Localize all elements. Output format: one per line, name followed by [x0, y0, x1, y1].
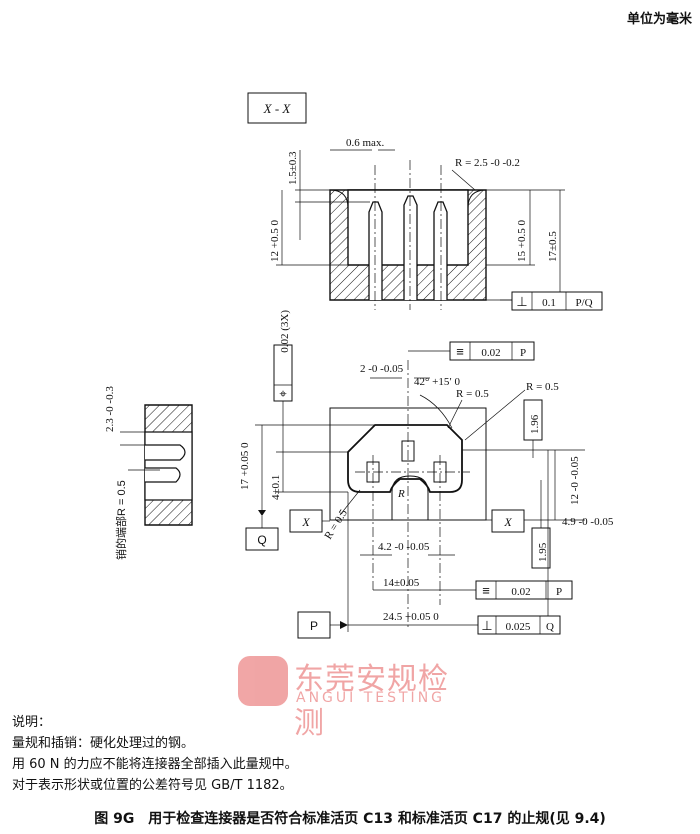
dim-2-3: 2.3 -0 -0.3	[104, 386, 116, 432]
dim-r-0-5-b: R = 0.5	[526, 381, 559, 393]
svg-text:P: P	[556, 586, 562, 598]
svg-text:⊥: ⊥	[516, 294, 527, 309]
notes-line-3: 对于表示形状或位置的公差符号见 GB/T 1182。	[12, 778, 293, 793]
datum-q: Q	[245, 510, 279, 551]
watermark: 东莞安规检测 ANGUI TESTING	[238, 654, 478, 741]
section-view: X - X 0.6 max. 1.5±0.3 12 +0.5 0	[247, 92, 603, 311]
dim-17-plan: 17 +0.05 0	[239, 442, 251, 490]
svg-text:P: P	[310, 619, 318, 633]
watermark-cn: 东莞安规检测	[294, 662, 449, 741]
svg-text:P: P	[520, 347, 526, 359]
svg-text:0.02 (3X): 0.02 (3X)	[279, 310, 291, 353]
dim-2: 2 -0 -0.05	[360, 363, 404, 375]
svg-text:Q: Q	[546, 621, 554, 633]
fcf-perpendicularity-section: ⊥ 0.1 P/Q	[500, 291, 603, 311]
dim-angle: 42° +15′ 0	[414, 376, 461, 388]
watermark-en: ANGUI TESTING	[296, 690, 446, 706]
notes: 说明： 量规和插销：硬化处理过的钢。 用 60 N 的力应不能将连接器全部插入此…	[12, 712, 298, 796]
dim-15: 15 +0.5 0	[516, 220, 528, 262]
pins-section	[368, 195, 448, 300]
svg-text:1.96: 1.96	[529, 414, 541, 434]
dim-24-5: 24.5 +0.05 0	[383, 611, 439, 623]
dim-12-section: 12 +0.5 0	[269, 220, 281, 262]
svg-text:0.02: 0.02	[481, 347, 500, 359]
svg-text:⊥: ⊥	[481, 618, 492, 633]
dim-4-9: 4.9 -0 -0.05	[562, 516, 614, 528]
technical-drawing: X - X 0.6 max. 1.5±0.3 12 +0.5 0	[104, 92, 614, 639]
gauge-body-outline	[329, 407, 487, 521]
plan-view: ≡ 0.02 P 2 -0 -0.05 42° +15′ 0 R = 0.5 R…	[239, 310, 614, 639]
dim-r: R	[397, 488, 405, 500]
fcf-position-3x: ⌖ 0.02 (3X)	[273, 310, 293, 452]
svg-text:X: X	[503, 515, 512, 529]
dim-4-2: 4.2 -0 -0.05	[378, 541, 430, 553]
dim-r-0-5-a: R = 0.5	[456, 388, 489, 400]
notes-line-1: 量规和插销：硬化处理过的钢。	[12, 736, 195, 751]
fcf-symmetry-mid: ≡ 0.02 P	[440, 580, 573, 600]
svg-text:≡: ≡	[456, 344, 464, 359]
svg-text:0.1: 0.1	[542, 297, 556, 309]
dim-r-0-5-c: R = 0.5	[322, 507, 350, 542]
section-label: X - X	[263, 101, 292, 116]
watermark-logo-icon	[238, 656, 288, 706]
svg-text:1.95: 1.95	[537, 542, 549, 562]
dim-1-5: 1.5±0.3	[287, 151, 299, 185]
svg-text:X: X	[301, 515, 310, 529]
dim-r-2-5: R = 2.5 -0 -0.2	[455, 157, 520, 169]
svg-text:Q: Q	[257, 533, 266, 547]
fcf-symmetry-top: ≡ 0.02 P	[408, 341, 535, 361]
svg-text:⌖: ⌖	[279, 386, 287, 401]
svg-text:P/Q: P/Q	[575, 297, 592, 309]
pin-end-note: 销的端部R = 0.5	[114, 480, 128, 560]
section-label-box	[247, 92, 307, 124]
dim-0-6-max: 0.6 max.	[346, 137, 384, 149]
svg-text:0.025: 0.025	[506, 621, 531, 633]
svg-text:0.02: 0.02	[511, 586, 530, 598]
dim-17: 17±0.5	[547, 231, 559, 262]
c17-notch	[391, 475, 429, 520]
unit-note: 单位为毫米	[626, 12, 692, 27]
connector-outline	[347, 424, 463, 493]
figure-caption: 图 9G 用于检查连接器是否符合标准活页 C13 和标准活页 C17 的止规(见…	[94, 811, 606, 827]
svg-text:≡: ≡	[482, 583, 490, 598]
fcf-perpendicularity-bottom: ⊥ 0.025 Q	[477, 615, 561, 635]
notes-title: 说明：	[12, 715, 52, 730]
dim-4: 4±0.1	[270, 475, 282, 500]
dim-14: 14±0.05	[383, 577, 420, 589]
x-marker-right	[491, 509, 525, 533]
pin-side-view: 2.3 -0 -0.3 销的端部R = 0.5	[104, 386, 193, 560]
dim-12-plan: 12 -0 -0.05	[569, 456, 581, 505]
datum-p: P	[297, 611, 348, 639]
notes-line-2: 用 60 N 的力应不能将连接器全部插入此量规中。	[12, 757, 298, 772]
